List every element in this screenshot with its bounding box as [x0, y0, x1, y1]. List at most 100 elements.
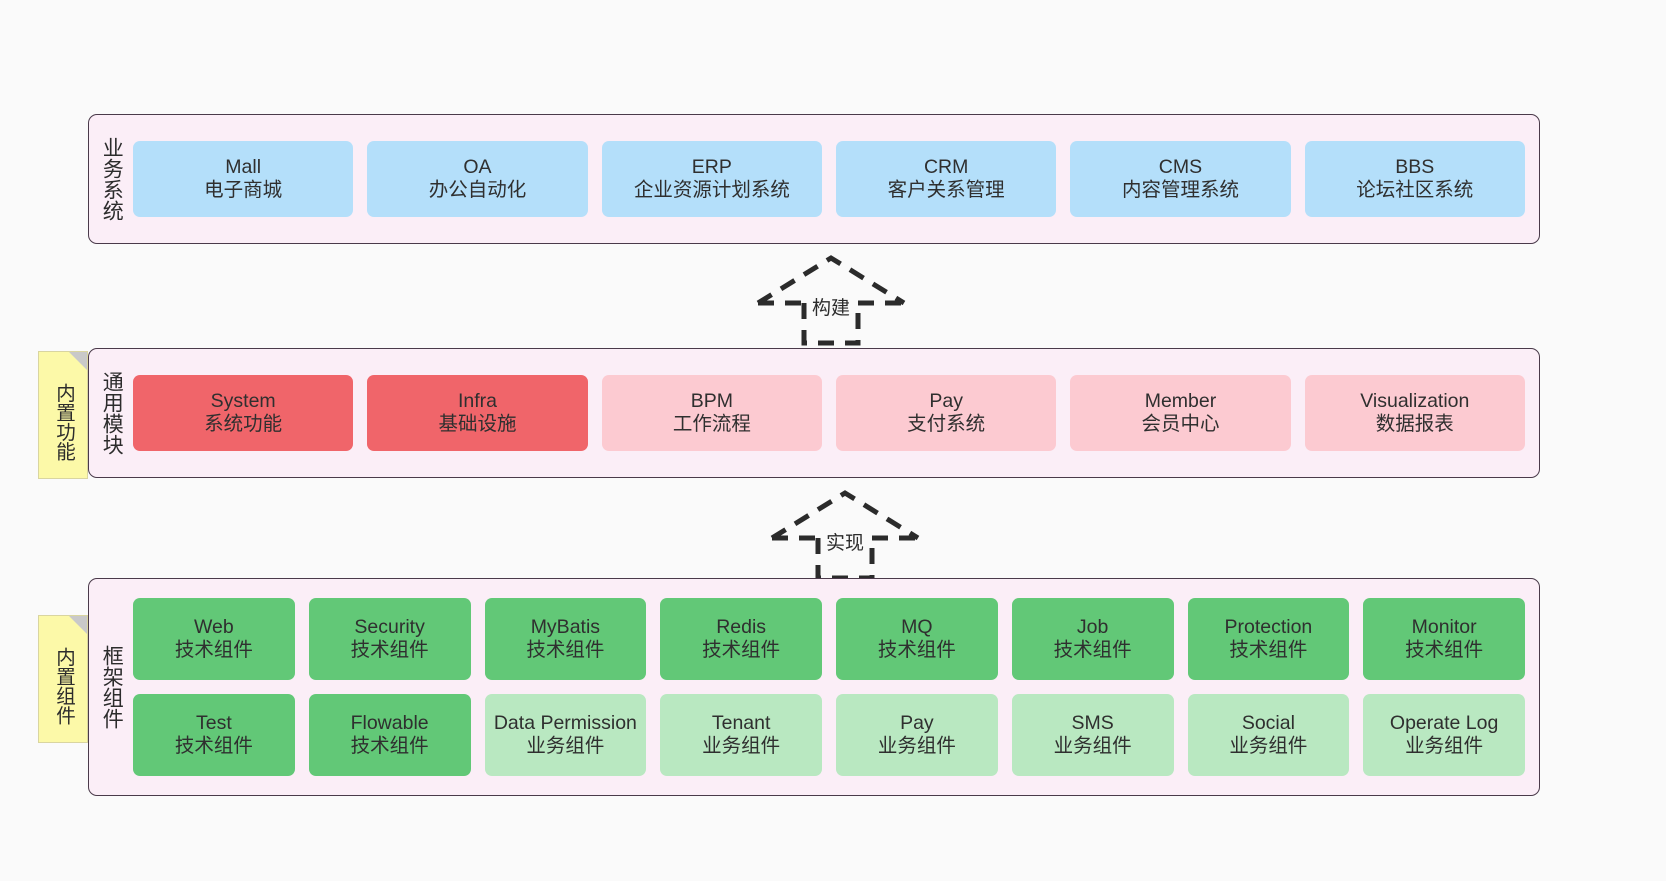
card-title: Mall [225, 155, 262, 178]
connector-build: 构建 [756, 255, 906, 346]
card-data-permission[interactable]: Data Permission 业务组件 [484, 694, 647, 776]
card-title: CRM [923, 155, 969, 178]
card-erp[interactable]: ERP 企业资源计划系统 [601, 141, 822, 217]
card-oa[interactable]: OA 办公自动化 [367, 141, 588, 217]
card-member[interactable]: Member 会员中心 [1070, 375, 1291, 451]
card-subtitle: 业务组件 [702, 735, 781, 757]
card-title: Member [1144, 389, 1217, 412]
card-title: Social [1241, 711, 1295, 734]
layer-title-business: 业务系统 [100, 137, 124, 221]
card-bbs[interactable]: BBS 论坛社区系统 [1304, 141, 1525, 217]
card-subtitle: 技术组件 [350, 639, 429, 661]
card-operate-log[interactable]: Operate Log 业务组件 [1363, 694, 1525, 776]
card-subtitle: 企业资源计划系统 [633, 179, 790, 201]
framework-row-business: Test 技术组件 Flowable 技术组件 Data Permission … [133, 694, 1525, 776]
card-subtitle: 电子商城 [204, 179, 283, 201]
card-subtitle: 技术组件 [1053, 639, 1132, 661]
card-crm[interactable]: CRM 客户关系管理 [835, 141, 1057, 217]
card-system[interactable]: System 系统功能 [133, 375, 354, 451]
card-subtitle: 业务组件 [877, 735, 956, 757]
card-title: OA [463, 155, 492, 178]
framework-row-tech: Web 技术组件 Security 技术组件 MyBatis 技术组件 Redi… [133, 598, 1525, 680]
card-flowable[interactable]: Flowable 技术组件 [308, 694, 471, 776]
card-subtitle: 会员中心 [1141, 413, 1220, 435]
card-protection[interactable]: Protection 技术组件 [1187, 598, 1350, 680]
card-subtitle: 数据报表 [1375, 413, 1454, 435]
card-title: SMS [1071, 711, 1114, 734]
card-subtitle: 技术组件 [1405, 639, 1484, 661]
card-title: Web [194, 615, 234, 638]
card-title: BPM [690, 389, 733, 412]
card-title: Data Permission [493, 711, 637, 734]
card-monitor[interactable]: Monitor 技术组件 [1363, 598, 1525, 680]
card-pay-business[interactable]: Pay 业务组件 [836, 694, 998, 776]
card-subtitle: 技术组件 [174, 639, 253, 661]
card-subtitle: 技术组件 [174, 735, 253, 757]
card-title: Protection [1224, 615, 1313, 638]
card-title: Security [354, 615, 425, 638]
card-subtitle: 论坛社区系统 [1356, 179, 1474, 201]
connector-label-build: 构建 [811, 298, 850, 319]
card-title: Monitor [1411, 615, 1477, 638]
card-title: System [210, 389, 276, 412]
card-title: Visualization [1360, 389, 1470, 412]
connector-implement: 实现 [770, 490, 920, 581]
card-subtitle: 系统功能 [204, 413, 283, 435]
card-subtitle: 基础设施 [438, 413, 517, 435]
card-title: CMS [1158, 155, 1203, 178]
layer-title-framework: 框架组件 [100, 645, 124, 729]
sticky-note-builtin-components: 内置组件 [38, 615, 88, 743]
sticky-note-label: 内置功能 [52, 383, 75, 461]
card-subtitle: 客户关系管理 [887, 179, 1005, 201]
card-subtitle: 技术组件 [350, 735, 429, 757]
card-title: BBS [1395, 155, 1435, 178]
card-subtitle: 支付系统 [907, 413, 986, 435]
card-title: Pay [929, 389, 963, 412]
card-title: Flowable [350, 711, 429, 734]
card-title: Job [1076, 615, 1109, 638]
card-subtitle: 业务组件 [526, 735, 605, 757]
card-mq[interactable]: MQ 技术组件 [836, 598, 998, 680]
card-title: Infra [457, 389, 497, 412]
connector-label-implement: 实现 [825, 533, 864, 554]
card-title: Redis [716, 615, 767, 638]
generalization-arrow-icon [756, 255, 906, 346]
card-title: Operate Log [1389, 711, 1499, 734]
card-subtitle: 技术组件 [877, 639, 956, 661]
card-subtitle: 办公自动化 [428, 179, 527, 201]
card-bpm[interactable]: BPM 工作流程 [601, 375, 822, 451]
layer-framework-components: 框架组件 Web 技术组件 Security 技术组件 MyBatis 技术组件… [88, 578, 1540, 796]
sticky-note-builtin-features: 内置功能 [38, 351, 88, 479]
card-social[interactable]: Social 业务组件 [1187, 694, 1350, 776]
layer-business-system: 业务系统 Mall 电子商城 OA 办公自动化 ERP 企业资源计划系统 CRM… [88, 114, 1540, 244]
card-subtitle: 技术组件 [702, 639, 781, 661]
card-title: ERP [691, 155, 732, 178]
layer-title-common: 通用模块 [100, 371, 124, 455]
card-subtitle: 技术组件 [526, 639, 605, 661]
card-subtitle: 技术组件 [1229, 639, 1308, 661]
card-web[interactable]: Web 技术组件 [133, 598, 295, 680]
card-mall[interactable]: Mall 电子商城 [133, 141, 354, 217]
layer-common-modules: 通用模块 System 系统功能 Infra 基础设施 BPM 工作流程 Pay… [88, 348, 1540, 478]
card-title: MQ [901, 615, 933, 638]
card-title: Pay [900, 711, 934, 734]
card-subtitle: 业务组件 [1405, 735, 1484, 757]
card-sms[interactable]: SMS 业务组件 [1011, 694, 1174, 776]
sticky-note-label: 内置组件 [52, 647, 75, 725]
card-subtitle: 业务组件 [1053, 735, 1132, 757]
card-visualization[interactable]: Visualization 数据报表 [1304, 375, 1525, 451]
card-infra[interactable]: Infra 基础设施 [367, 375, 588, 451]
card-tenant[interactable]: Tenant 业务组件 [660, 694, 822, 776]
card-cms[interactable]: CMS 内容管理系统 [1070, 141, 1291, 217]
card-redis[interactable]: Redis 技术组件 [660, 598, 822, 680]
card-title: Test [195, 711, 232, 734]
card-mybatis[interactable]: MyBatis 技术组件 [484, 598, 647, 680]
card-subtitle: 业务组件 [1229, 735, 1308, 757]
card-pay[interactable]: Pay 支付系统 [835, 375, 1057, 451]
card-job[interactable]: Job 技术组件 [1011, 598, 1174, 680]
card-subtitle: 工作流程 [672, 413, 751, 435]
card-test[interactable]: Test 技术组件 [133, 694, 295, 776]
card-subtitle: 内容管理系统 [1121, 179, 1239, 201]
card-security[interactable]: Security 技术组件 [308, 598, 471, 680]
